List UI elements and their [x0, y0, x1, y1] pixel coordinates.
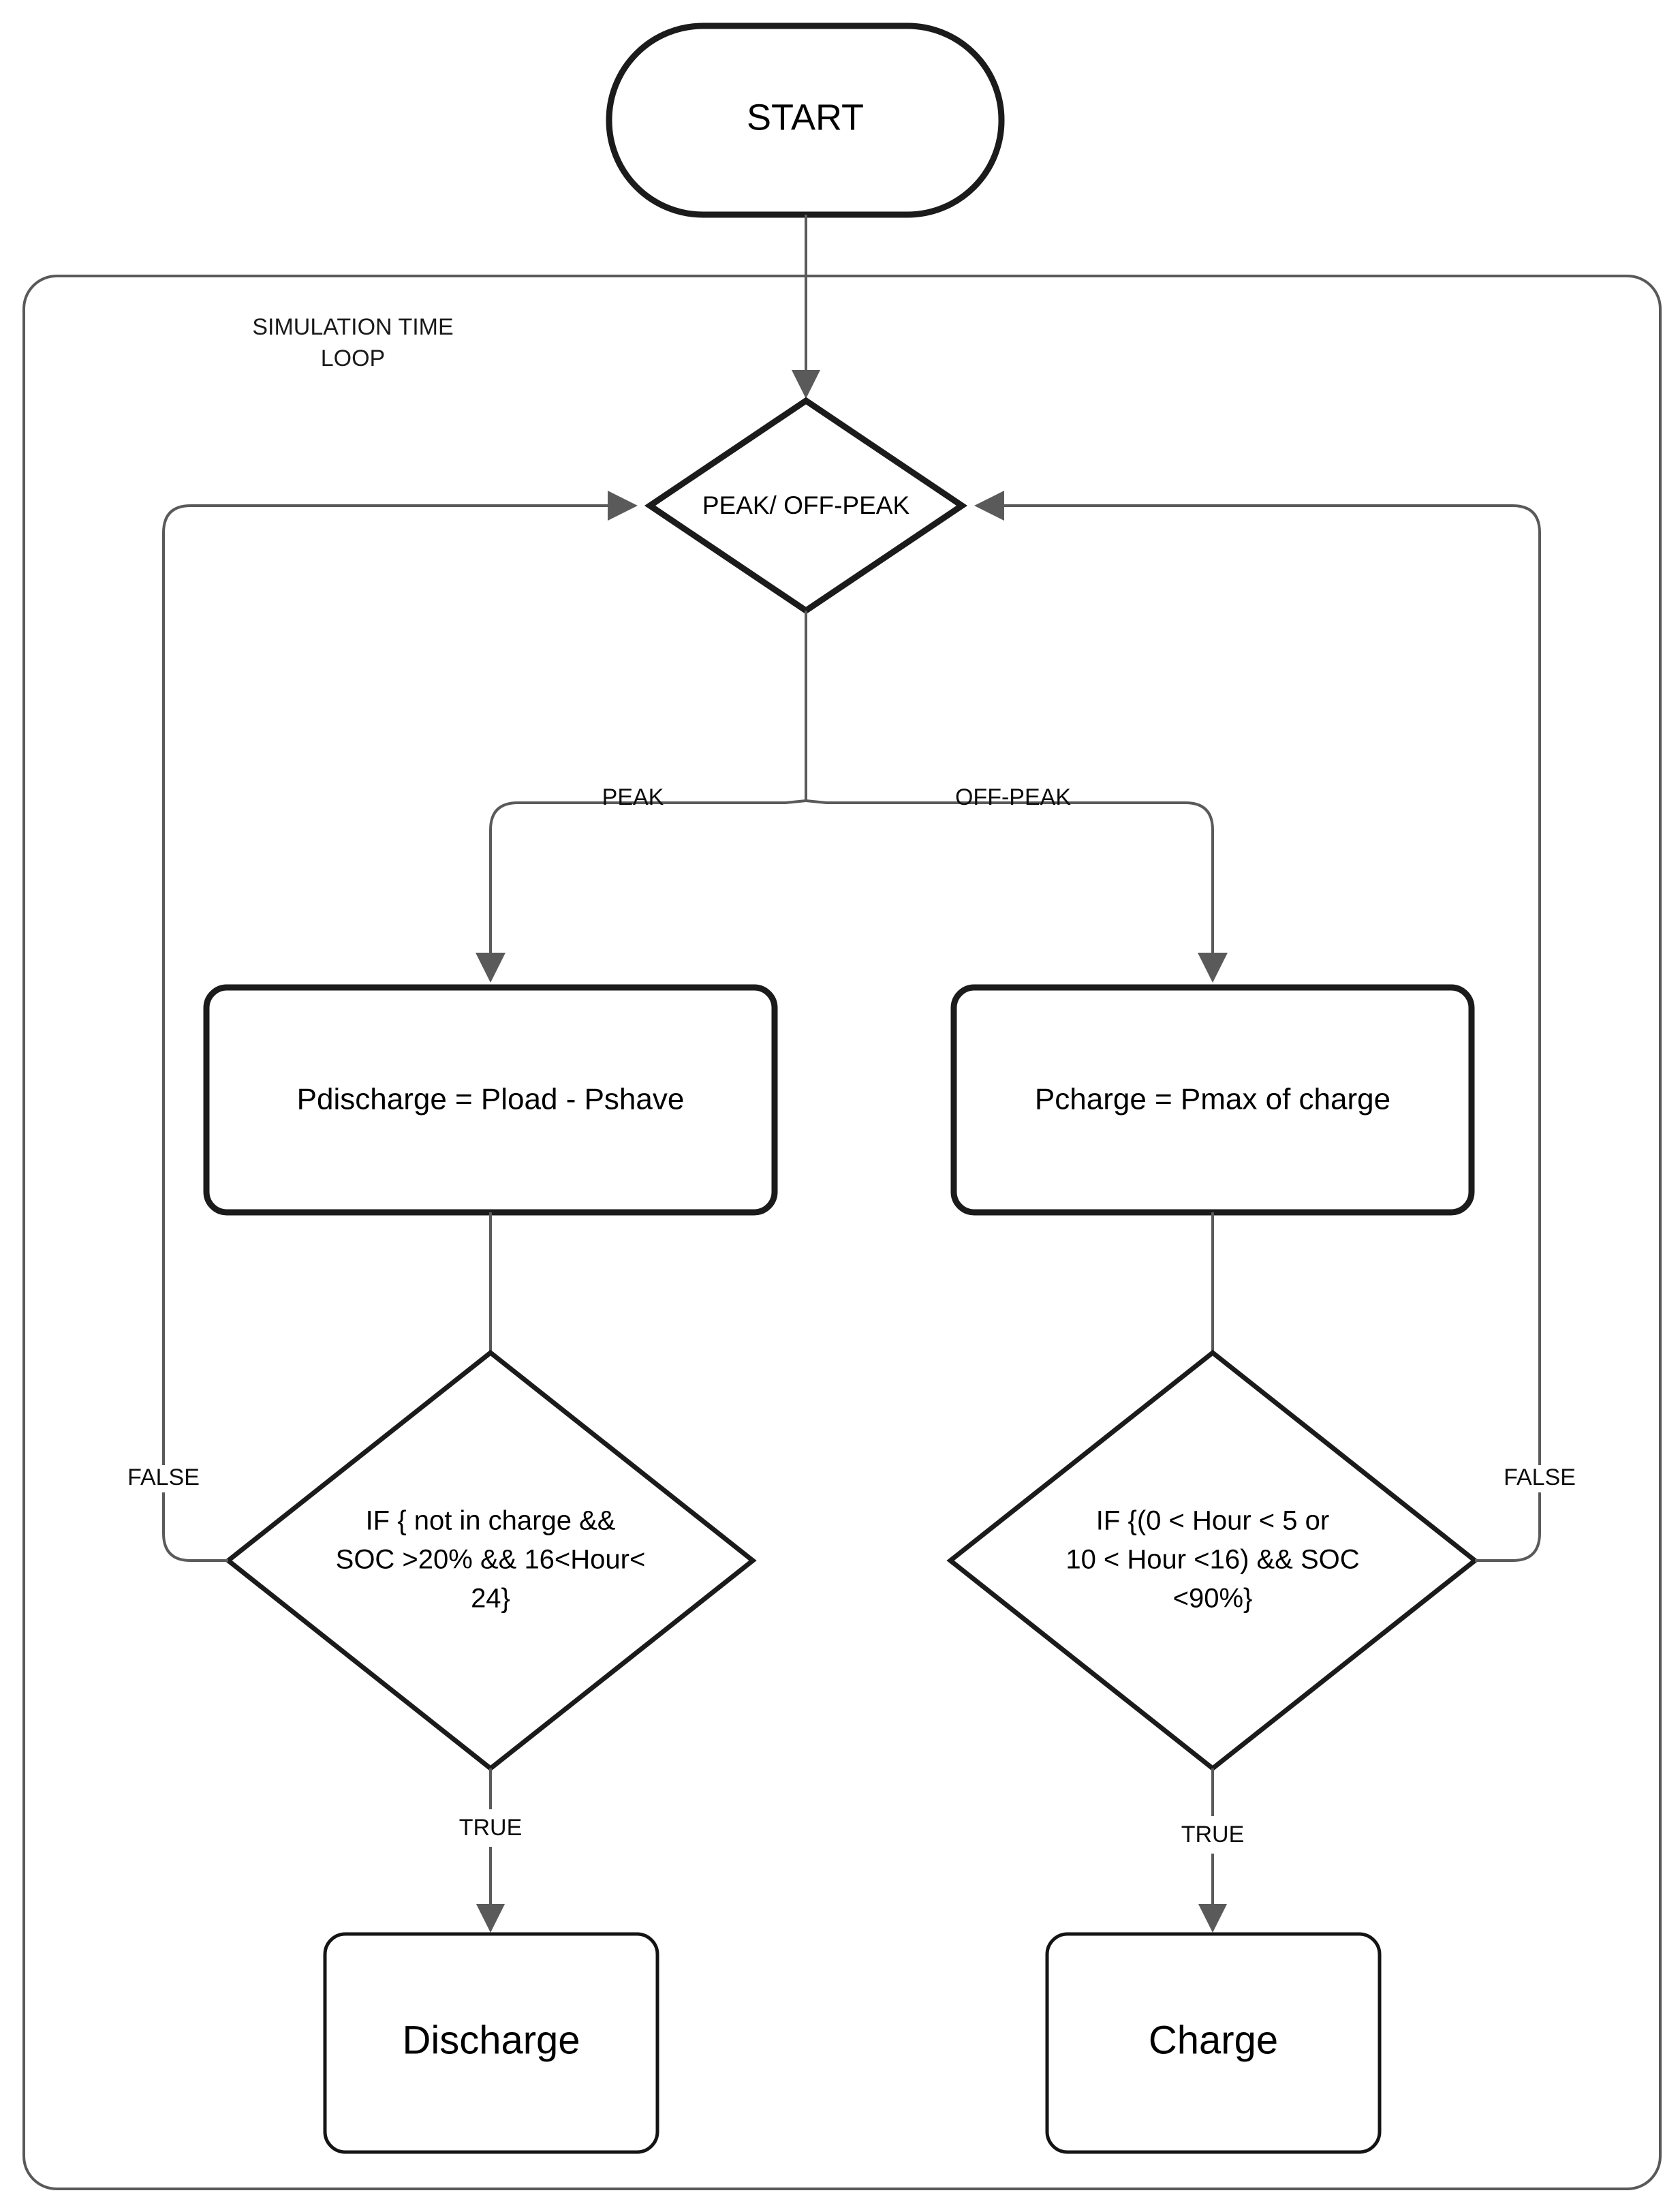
- edge-label-peak: PEAK: [602, 784, 664, 810]
- edge-charge-false-feedback: FALSE: [974, 491, 1576, 1562]
- discharge-terminal-node[interactable]: Discharge: [323, 1932, 659, 2154]
- edge-discharge-false-feedback: FALSE: [127, 491, 638, 1562]
- simulation-time-loop-container: SIMULATION TIME LOOP: [22, 275, 1662, 2190]
- discharge-process-node[interactable]: Pdischarge = Pload - Pshave: [203, 984, 778, 1216]
- charge-terminal-shape: [1045, 1932, 1382, 2154]
- charge-terminal-label: Charge: [1149, 2018, 1278, 2062]
- charge-condition-line3: <90%}: [1173, 1584, 1253, 1614]
- edge-peak-branch: PEAK: [476, 784, 807, 983]
- charge-process-node[interactable]: Pcharge = Pmax of charge: [950, 984, 1475, 1216]
- edge-label-offpeak: OFF-PEAK: [955, 784, 1071, 810]
- edge-start-to-peak-decision: [792, 215, 820, 399]
- edge-offpeak-branch: OFF-PEAK: [805, 784, 1228, 983]
- peak-offpeak-decision-node[interactable]: PEAK/ OFF-PEAK: [644, 397, 968, 615]
- discharge-condition-line2: SOC >20% && 16<Hour<: [336, 1545, 646, 1575]
- discharge-condition-node[interactable]: IF { not in charge && SOC >20% && 16<Hou…: [224, 1349, 757, 1772]
- charge-condition-line1: IF {(0 < Hour < 5 or: [1096, 1506, 1329, 1536]
- edge-label-discharge-true: TRUE: [459, 1815, 523, 1841]
- edge-label-charge-true: TRUE: [1181, 1822, 1245, 1847]
- charge-process-label: Pcharge = Pmax of charge: [1035, 1083, 1390, 1116]
- start-node[interactable]: START: [606, 22, 1005, 218]
- discharge-condition-line3: 24}: [471, 1584, 510, 1614]
- loop-label-line2: LOOP: [321, 346, 385, 371]
- charge-condition-node[interactable]: IF {(0 < Hour < 5 or 10 < Hour <16) && S…: [946, 1349, 1479, 1772]
- discharge-terminal-shape: [323, 1932, 659, 2154]
- start-node-label: START: [747, 97, 864, 138]
- edge-charge-true: TRUE: [1181, 1768, 1245, 1933]
- loop-container-outline: [22, 275, 1662, 2190]
- edge-label-charge-false: FALSE: [1504, 1464, 1576, 1490]
- charge-condition-line2: 10 < Hour <16) && SOC: [1065, 1545, 1359, 1575]
- discharge-terminal-label: Discharge: [402, 2018, 580, 2062]
- edge-label-discharge-false: FALSE: [127, 1464, 200, 1490]
- discharge-process-label: Pdischarge = Pload - Pshave: [297, 1083, 685, 1116]
- edge-discharge-true: TRUE: [459, 1768, 523, 1933]
- charge-terminal-node[interactable]: Charge: [1045, 1932, 1382, 2154]
- loop-label-line1: SIMULATION TIME: [252, 314, 453, 340]
- peak-offpeak-decision-label: PEAK/ OFF-PEAK: [702, 491, 910, 519]
- discharge-condition-line1: IF { not in charge &&: [366, 1506, 616, 1536]
